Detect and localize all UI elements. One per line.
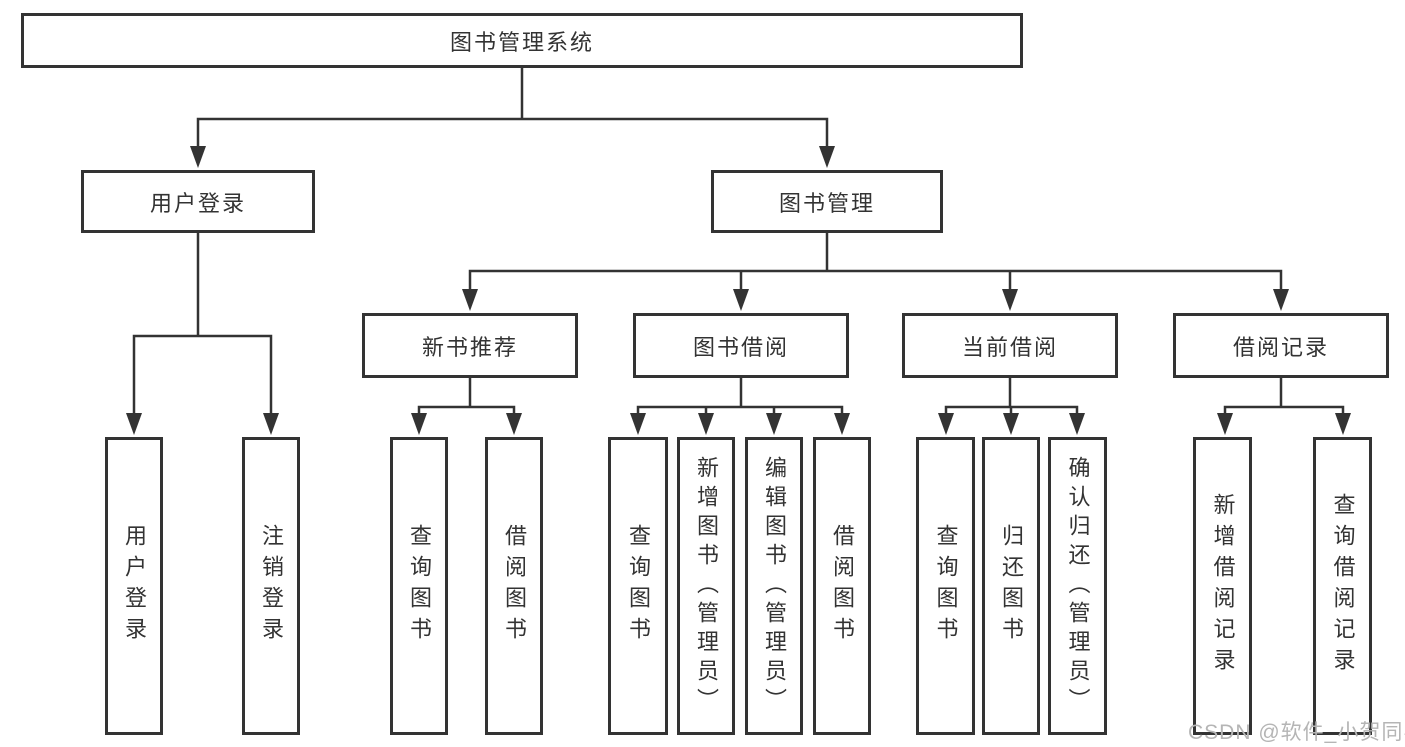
arrowhead-icon: [126, 413, 142, 435]
arrowhead-icon: [411, 413, 427, 435]
node-label: 注销登录: [259, 524, 284, 648]
arrowhead-icon: [462, 289, 478, 311]
node-root-system: 图书管理系统: [21, 13, 1023, 68]
leaf-logout: 注销登录: [242, 437, 300, 735]
node-borrow-records: 借阅记录: [1173, 313, 1389, 378]
node-label: 新增图书（管理员）: [694, 455, 719, 717]
node-label: 借阅图书: [502, 524, 527, 648]
node-new-book-recommend: 新书推荐: [362, 313, 578, 378]
node-label: 当前借阅: [961, 334, 1058, 360]
arrowhead-icon: [190, 146, 206, 168]
node-book-management: 图书管理: [711, 170, 943, 233]
leaf-nbr-query-books: 查询图书: [390, 437, 448, 735]
node-label: 图书借阅: [692, 334, 789, 360]
arrowhead-icon: [1273, 289, 1289, 311]
node-book-borrow: 图书借阅: [633, 313, 849, 378]
node-label: 确认归还（管理员）: [1065, 455, 1091, 717]
node-label: 归还图书: [999, 524, 1024, 648]
node-current-borrow: 当前借阅: [902, 313, 1118, 378]
node-label: 查询图书: [407, 524, 432, 648]
node-label: 用户登录: [122, 524, 147, 648]
node-label: 查询借阅记录: [1330, 493, 1356, 679]
node-label: 用户登录: [149, 190, 246, 216]
arrowhead-icon: [1003, 413, 1019, 435]
node-label: 图书管理: [778, 190, 875, 216]
connector-nbr-bar: [417, 405, 516, 414]
leaf-br-query-record: 查询借阅记录: [1313, 437, 1372, 735]
node-label: 编辑图书（管理员）: [762, 455, 787, 717]
connector-bb-bar: [636, 405, 844, 414]
leaf-bb-borrow-books: 借阅图书: [813, 437, 871, 735]
node-label: 新书推荐: [421, 334, 518, 360]
leaf-bb-add-books-admin: 新增图书（管理员）: [677, 437, 735, 735]
arrowhead-icon: [1069, 413, 1085, 435]
leaf-bb-edit-books-admin: 编辑图书（管理员）: [745, 437, 803, 735]
arrowhead-icon: [506, 413, 522, 435]
arrowhead-icon: [698, 413, 714, 435]
watermark: CSDN @软件_小贺同学: [1188, 721, 1405, 744]
leaf-cb-query-books: 查询图书: [916, 437, 975, 735]
node-label: 借阅图书: [830, 524, 855, 648]
leaf-bb-query-books: 查询图书: [608, 437, 668, 735]
connector-br-bar: [1223, 405, 1345, 414]
node-label: 借阅记录: [1232, 334, 1329, 360]
node-label: 查询图书: [626, 524, 651, 648]
node-label: 查询图书: [933, 524, 959, 648]
arrowhead-icon: [630, 413, 646, 435]
leaf-user-login: 用户登录: [105, 437, 163, 735]
arrowhead-icon: [1217, 413, 1233, 435]
arrowhead-icon: [834, 413, 850, 435]
arrowhead-icon: [1335, 413, 1351, 435]
connector-level3-bar: [468, 269, 1283, 290]
node-label: 新增借阅记录: [1210, 493, 1236, 679]
connector-userlogin-bar: [132, 334, 273, 414]
leaf-cb-confirm-return-admin: 确认归还（管理员）: [1048, 437, 1107, 735]
arrowhead-icon: [938, 413, 954, 435]
leaf-cb-return-books: 归还图书: [982, 437, 1040, 735]
arrowhead-icon: [766, 413, 782, 435]
arrowhead-icon: [1002, 289, 1018, 311]
node-user-login: 用户登录: [81, 170, 315, 233]
arrowhead-icon: [733, 289, 749, 311]
leaf-br-add-record: 新增借阅记录: [1193, 437, 1252, 735]
connector-cb-bar: [944, 405, 1079, 414]
arrowhead-icon: [263, 413, 279, 435]
leaf-nbr-borrow-books: 借阅图书: [485, 437, 543, 735]
arrowhead-icon: [819, 146, 835, 168]
connector-level2-bar: [196, 117, 829, 147]
node-label: 图书管理系统: [449, 29, 594, 55]
